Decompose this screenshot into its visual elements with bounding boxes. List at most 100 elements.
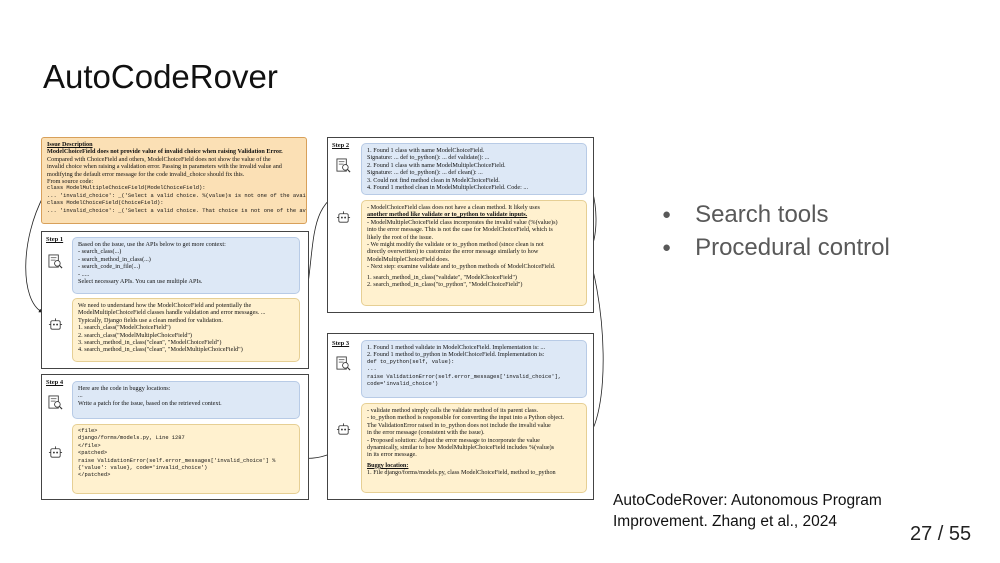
document-search-icon [48, 254, 63, 269]
robot-icon [48, 446, 63, 458]
step2-response-text: - We might modify the validate or to_pyt… [367, 241, 544, 249]
robot-icon [336, 423, 351, 435]
step4-prompt-text: ... [78, 392, 83, 400]
buggy-location-heading: Buggy location: [367, 461, 409, 469]
step3-response-text: 1. File django/forms/models.py, class Mo… [367, 469, 556, 477]
step2-prompt-text: 3. Could not find method clean in ModelC… [367, 176, 500, 184]
step4-prompt-bubble: Here are the code in buggy locations: ..… [72, 381, 300, 419]
issue-title: ModelChoiceField does not provide value … [47, 148, 283, 156]
step1-prompt-text: Select necessary APIs. You can use multi… [78, 278, 203, 286]
step1-panel: Step 1 Based on the issue, use the APIs … [41, 231, 309, 369]
step1-response-text: We need to understand how the ModelChoic… [78, 302, 252, 309]
issue-body: From source code: [47, 178, 94, 186]
step1-response-text: 3. search_method_in_class("clean", "Mode… [78, 339, 222, 347]
step2-label: Step 2 [332, 142, 350, 149]
step2-prompt-bubble: 1. Found 1 class with name ModelChoiceFi… [361, 143, 587, 195]
document-search-icon [336, 356, 351, 371]
bullet-item: Procedural control [662, 233, 890, 266]
step1-prompt-text: - search_code_in_file(...) [78, 263, 141, 271]
step1-response-text: 1. search_class("ModelChoiceField") [78, 324, 171, 332]
issue-body: modifying the default error message for … [47, 170, 245, 178]
step4-patch-text: raise ValidationError(self.error_message… [78, 457, 276, 464]
step2-response-text: 2. search_method_in_class("to_python", "… [367, 281, 523, 289]
step2-response-text: 1. search_method_in_class("validate", "M… [367, 273, 517, 281]
citation-line: AutoCodeRover: Autonomous Program [613, 492, 882, 509]
step1-response-text: 4. search_method_in_class("clean", "Mode… [78, 346, 243, 354]
step1-response-text: Typically, Django fields use a clean met… [78, 316, 223, 324]
step3-response-text: dynamically, similar to how ModelMultipl… [367, 444, 555, 452]
step1-response-text: ModelMultipleChoiceField classes handle … [78, 309, 266, 317]
step3-response-text: - Proposed solution: Adjust the error me… [367, 436, 540, 444]
step2-prompt-text: 4. Found 1 method clean in ModelMultiple… [367, 184, 529, 192]
step3-prompt-text: 2. Found 1 method to_python in ModelChoi… [367, 351, 545, 359]
step4-panel: Step 4 Here are the code in buggy locati… [41, 374, 309, 500]
step2-response-text: into the error message. This is not the … [367, 226, 553, 234]
step3-response-text: in the error message (consistent with th… [367, 429, 485, 437]
issue-code: ... 'invalid_choice': _('Select a valid … [47, 192, 306, 199]
robot-icon [336, 211, 351, 223]
issue-code: ... 'invalid_choice': _('Select a valid … [47, 207, 306, 214]
step4-patch-text: {'value': value}, code='invalid_choice') [78, 465, 208, 472]
step2-prompt-text: Signature: ... def to_python(): ... def … [367, 169, 483, 177]
step2-response-text: directly overwritten) to customize the e… [367, 248, 539, 256]
step3-label: Step 3 [332, 340, 350, 347]
step3-response-text: in its error message. [367, 451, 417, 459]
issue-code: class ModelChoiceField(ChoiceField): [47, 200, 164, 207]
step3-prompt-code: code='invalid_choice') [367, 381, 439, 388]
bullet-item: Search tools [662, 200, 890, 233]
step1-response-bubble: We need to understand how the ModelChoic… [72, 298, 300, 362]
step1-prompt-text: Based on the issue, use the APIs below t… [78, 241, 226, 248]
step3-prompt-code: def to_python(self, value): [367, 358, 455, 365]
step4-patch-text: </file> [78, 442, 101, 449]
step3-response-text: - validate method simply calls the valid… [367, 407, 539, 414]
step3-prompt-code: raise ValidationError(self.error_message… [367, 373, 562, 380]
step3-response-bubble: - validate method simply calls the valid… [361, 403, 587, 493]
step2-prompt-text: Signature: ... def to_python(): ... def … [367, 154, 490, 162]
issue-code: class ModelMultipleChoiceField(ModelChoi… [47, 185, 206, 192]
step2-prompt-text: 1. Found 1 class with name ModelChoiceFi… [367, 147, 485, 154]
citation: AutoCodeRover: Autonomous Program Improv… [613, 490, 882, 532]
document-search-icon [336, 158, 351, 173]
step4-patch-text: <patched> [78, 450, 108, 457]
slide-title: AutoCodeRover [43, 58, 278, 95]
bullet-list: Search tools Procedural control [662, 200, 890, 266]
step3-response-text: - to_python method is responsible for co… [367, 414, 565, 422]
step2-response-text: - ModelChoiceField class does not have a… [367, 204, 540, 211]
step3-panel: Step 3 1. Found 1 method validate in Mod… [327, 333, 594, 500]
step2-response-bubble: - ModelChoiceField class does not have a… [361, 200, 587, 306]
step1-prompt-text: - search_method_in_class(...) [78, 255, 151, 263]
step4-patch-text: </patched> [78, 472, 111, 479]
robot-icon [48, 318, 63, 330]
step2-response-text: likely the root of the issue. [367, 233, 433, 241]
page-number: 27 / 55 [910, 523, 972, 545]
step2-response-text: - ModelMultipleChoiceField class incorpo… [367, 218, 558, 226]
step4-patch-bubble: <file> django/forms/models.py, Line 1287… [72, 424, 300, 494]
step1-prompt-text: - search_class(...) [78, 248, 122, 256]
step4-prompt-text: Here are the code in buggy locations: [78, 385, 171, 392]
issue-body: Compared with ChoiceField and others, Mo… [47, 155, 271, 163]
step2-prompt-text: 2. Found 1 class with name ModelMultiple… [367, 161, 506, 169]
issue-heading: Issue Description [47, 141, 93, 148]
issue-body: invalid choice when raising a validation… [47, 163, 282, 171]
arrow-issue-to-step1 [25, 194, 45, 313]
step3-prompt-bubble: 1. Found 1 method validate in ModelChoic… [361, 340, 587, 398]
step2-response-text: - Next step: examine validate and to_pyt… [367, 263, 556, 271]
step4-prompt-text: Write a patch for the issue, based on th… [78, 399, 222, 407]
step4-label: Step 4 [46, 379, 64, 386]
step2-panel: Step 2 1. Found 1 class with name ModelC… [327, 137, 594, 313]
document-search-icon [48, 395, 63, 410]
issue-description-box: Issue Description ModelChoiceField does … [41, 137, 307, 224]
step1-prompt-bubble: Based on the issue, use the APIs below t… [72, 237, 300, 294]
step1-label: Step 1 [46, 236, 64, 243]
step3-prompt-text: 1. Found 1 method validate in ModelChoic… [367, 344, 546, 351]
step3-prompt-code: ... [367, 366, 377, 373]
step3-response-text: The ValidationError raised in to_python … [367, 421, 551, 429]
step1-response-text: 2. search_class("ModelMultipleChoiceFiel… [78, 331, 192, 339]
step2-response-text: ModelMultipleChoiceField does. [367, 255, 450, 263]
step2-response-text: another method like validate or to_pytho… [367, 211, 528, 219]
citation-line: Improvement. Zhang et al., 2024 [613, 513, 838, 530]
step4-patch-text: <file> [78, 428, 98, 434]
step1-prompt-text: - ..... [78, 270, 90, 278]
step4-patch-text: django/forms/models.py, Line 1287 [78, 435, 185, 442]
